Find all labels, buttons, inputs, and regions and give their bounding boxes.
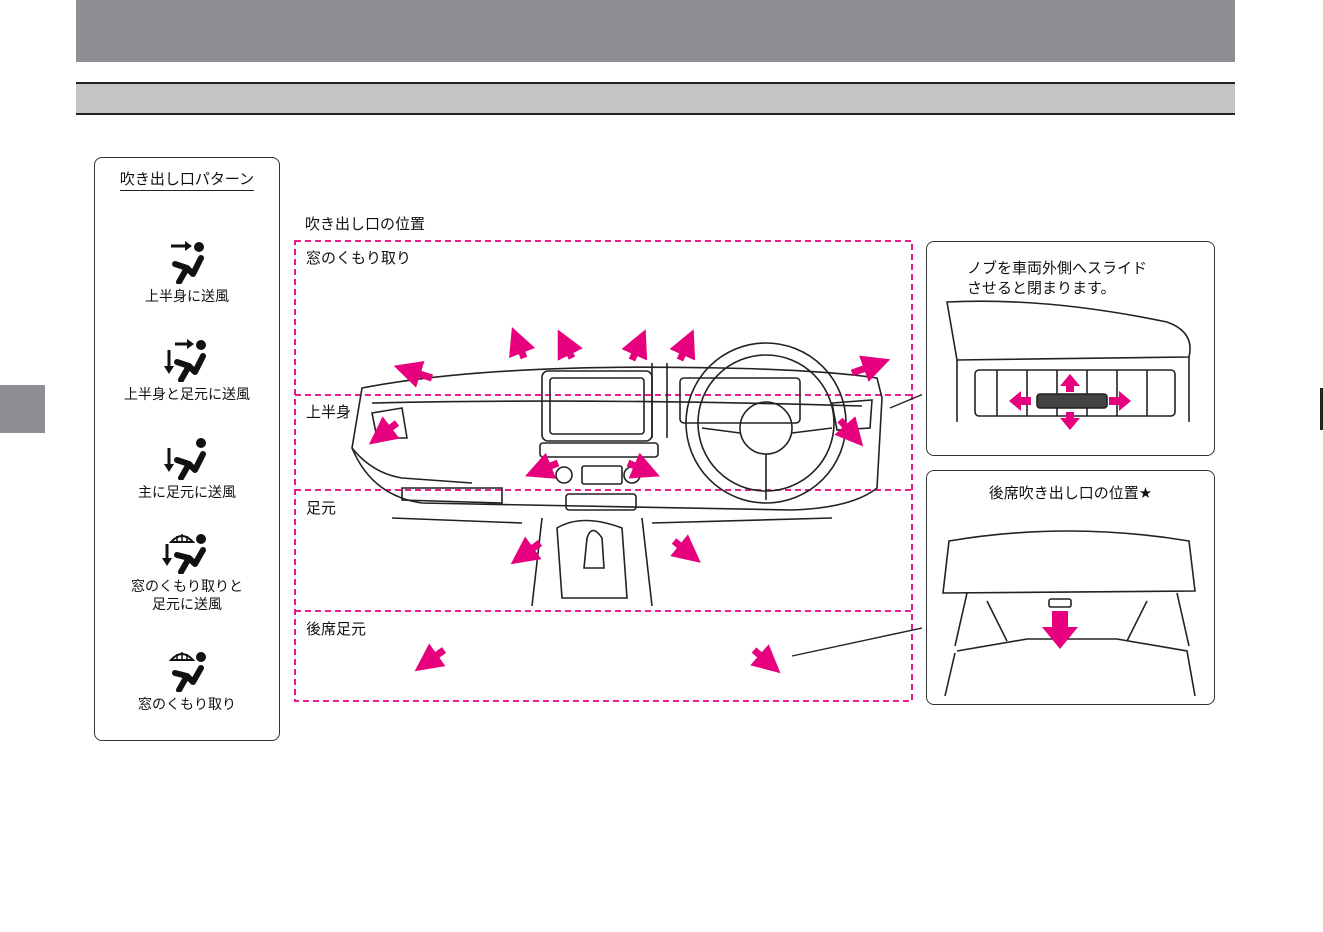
rear-vent-callout: 後席吹き出し口の位置★	[926, 470, 1215, 705]
pattern-defrost: 窓のくもり取り	[95, 646, 279, 714]
zone-label-upper-body: 上半身	[304, 402, 353, 422]
vent-location-heading: 吹き出し口の位置	[305, 214, 425, 234]
zone-label-rear-feet: 後席足元	[304, 619, 368, 639]
dashboard-lines	[352, 343, 882, 606]
pattern-defrost-and-feet: 窓のくもり取りと 足元に送風	[95, 528, 279, 614]
upper-body-and-feet-vent-icon	[157, 336, 217, 382]
pattern-label: 上半身と足元に送風	[95, 386, 279, 404]
vent-pattern-panel: 吹き出し口パターン 上半身に送風 上半身と足元に送風	[94, 157, 280, 741]
top-banner	[76, 0, 1235, 62]
vent-knob-illustration	[927, 242, 1215, 456]
pattern-feet: 主に足元に送風	[95, 434, 279, 502]
callout-leaders	[792, 393, 922, 656]
pattern-label: 窓のくもり取り	[95, 696, 279, 714]
zone-label-defrost: 窓のくもり取り	[304, 248, 413, 268]
dashboard-diagram: 窓のくもり取り 上半身 足元 後席足元	[292, 238, 922, 712]
pattern-upper-body-and-feet: 上半身と足元に送風	[95, 336, 279, 404]
pattern-label: 主に足元に送風	[95, 484, 279, 502]
pattern-title: 吹き出し口パターン	[95, 170, 279, 188]
pattern-label-line2: 足元に送風	[95, 596, 279, 614]
rear-vent-illustration	[927, 471, 1215, 705]
defrost-vent-icon	[157, 646, 217, 692]
upper-body-vent-icon	[157, 238, 217, 284]
section-bar	[76, 82, 1235, 115]
knob-callout: ノブを車両外側へスライド させると閉まります。	[926, 241, 1215, 456]
dashboard-illustration	[292, 238, 922, 708]
pattern-label: 上半身に送風	[95, 288, 279, 306]
pattern-upper-body: 上半身に送風	[95, 238, 279, 306]
feet-vent-icon	[157, 434, 217, 480]
rear-airflow-arrow	[1042, 611, 1078, 649]
side-chapter-tab	[0, 385, 45, 433]
pattern-label-line1: 窓のくもり取りと	[95, 578, 279, 596]
zone-label-feet: 足元	[304, 498, 338, 518]
defrost-and-feet-vent-icon	[157, 528, 217, 574]
